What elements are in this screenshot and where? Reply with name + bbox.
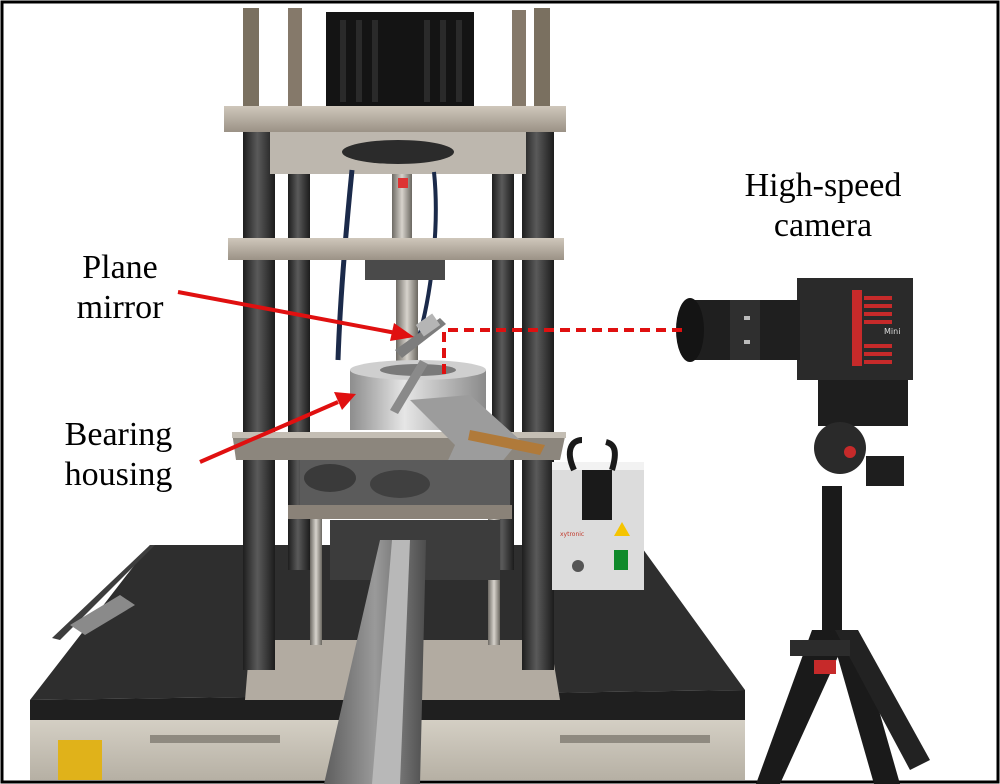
bearing-label-line1: Bearing bbox=[64, 416, 173, 453]
motor bbox=[326, 12, 474, 108]
high-speed-camera: Mini bbox=[676, 278, 913, 380]
plane-mirror bbox=[415, 313, 441, 337]
camera-label-line2: camera bbox=[773, 207, 873, 244]
mirror-holder bbox=[390, 313, 446, 414]
shaft-coupling bbox=[392, 174, 412, 240]
fiber-light-guide bbox=[582, 470, 612, 520]
high-speed-camera-label: High-speed camera bbox=[708, 166, 938, 246]
annotations bbox=[177, 290, 688, 464]
light-source-controller: xytronic bbox=[552, 437, 644, 590]
lower-plate bbox=[288, 505, 512, 519]
plane-mirror-arrow bbox=[177, 290, 397, 335]
loading-beam bbox=[324, 540, 426, 784]
camera-label-line1: High-speed bbox=[744, 167, 902, 204]
toggle-clamp bbox=[410, 395, 545, 500]
middle-plate bbox=[228, 238, 564, 260]
bearing-housing-arrow bbox=[199, 400, 339, 464]
knob-icon bbox=[572, 560, 584, 572]
bearing-housing-label: Bearing housing bbox=[26, 415, 211, 495]
mirror-label-line1: Plane bbox=[82, 249, 158, 286]
bearing-label-line2: housing bbox=[64, 456, 173, 493]
camera-brand: Mini bbox=[884, 327, 900, 336]
power-switch bbox=[614, 550, 628, 570]
load-rod bbox=[396, 280, 418, 370]
plane-mirror-label: Plane mirror bbox=[30, 248, 210, 328]
bearing-housing-arrowhead bbox=[334, 392, 356, 410]
top-plate bbox=[224, 106, 566, 132]
plane-mirror-arrowhead bbox=[390, 323, 414, 341]
mirror-label-line2: mirror bbox=[76, 289, 164, 326]
tripod bbox=[756, 380, 930, 784]
table-clamp bbox=[70, 595, 135, 635]
controller-brand: xytronic bbox=[560, 531, 584, 538]
yellow-handle bbox=[58, 740, 102, 780]
warning-icon bbox=[614, 522, 630, 536]
